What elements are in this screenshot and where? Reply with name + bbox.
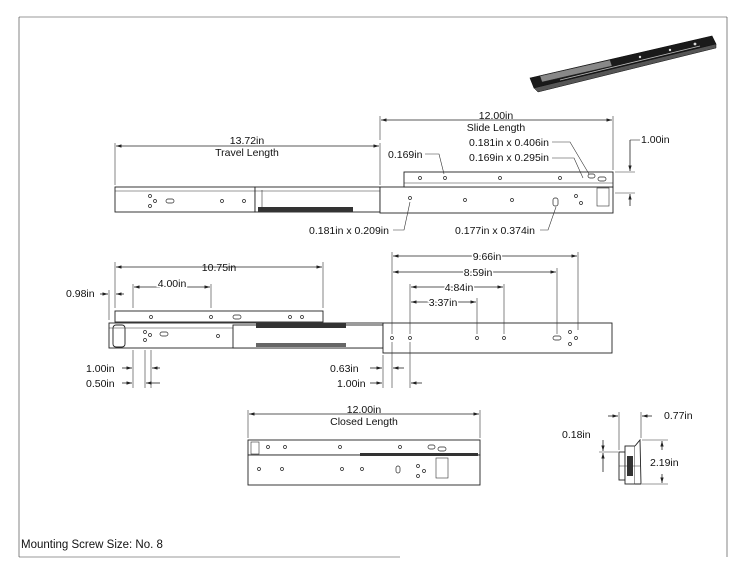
slide-length-value: 12.00in (479, 110, 514, 122)
closed-length-label: Closed Length (330, 416, 398, 428)
slot-0181x0406-label: 0.181in x 0.406in (469, 137, 549, 149)
slot-0181x0209-label: 0.181in x 0.209in (309, 225, 389, 237)
dim-077: 0.77in (664, 410, 693, 422)
slot-0169x0295-label: 0.169in x 0.295in (469, 152, 549, 164)
closed-length-value: 12.00in (347, 404, 382, 416)
dim-063: 0.63in (330, 363, 359, 375)
dim-337: 3.37in (429, 297, 458, 309)
slot-0177x0374-label: 0.177in x 0.374in (455, 225, 535, 237)
dim-100-left: 1.00in (86, 363, 115, 375)
view2-dimensions (100, 252, 579, 388)
dim-1075: 10.75in (202, 262, 237, 274)
dim-018: 0.18in (562, 429, 591, 441)
dim-100-mid: 1.00in (337, 378, 366, 390)
drawing-border (18, 16, 728, 558)
dim-050: 0.50in (86, 378, 115, 390)
right-height-value: 1.00in (641, 134, 670, 146)
dim-966: 9.66in (473, 251, 502, 263)
travel-length-label: Travel Length (215, 147, 279, 159)
dim-098: 0.98in (66, 288, 95, 300)
detail-slide-view (108, 310, 613, 354)
dim-859: 8.59in (464, 267, 493, 279)
height-dimension-right (615, 139, 640, 206)
dim-219: 2.19in (650, 457, 679, 469)
dim-484: 4.84in (445, 282, 474, 294)
leader-lines-view1 (393, 141, 590, 231)
end-profile-view (618, 438, 642, 485)
extended-slide-view (114, 171, 614, 214)
closed-length-dimension (247, 410, 481, 438)
mounting-screw-note: Mounting Screw Size: No. 8 (21, 539, 163, 551)
slide-3d-render (529, 35, 717, 93)
hole-0169-label: 0.169in (388, 149, 423, 161)
closed-slide-view (247, 439, 481, 486)
travel-length-value: 13.72in (230, 135, 265, 147)
travel-length-dimension (114, 143, 381, 185)
slide-length-label: Slide Length (467, 122, 526, 134)
dim-400: 4.00in (158, 278, 187, 290)
slide-length-dimension (379, 116, 614, 170)
end-profile-dimensions (599, 412, 668, 485)
